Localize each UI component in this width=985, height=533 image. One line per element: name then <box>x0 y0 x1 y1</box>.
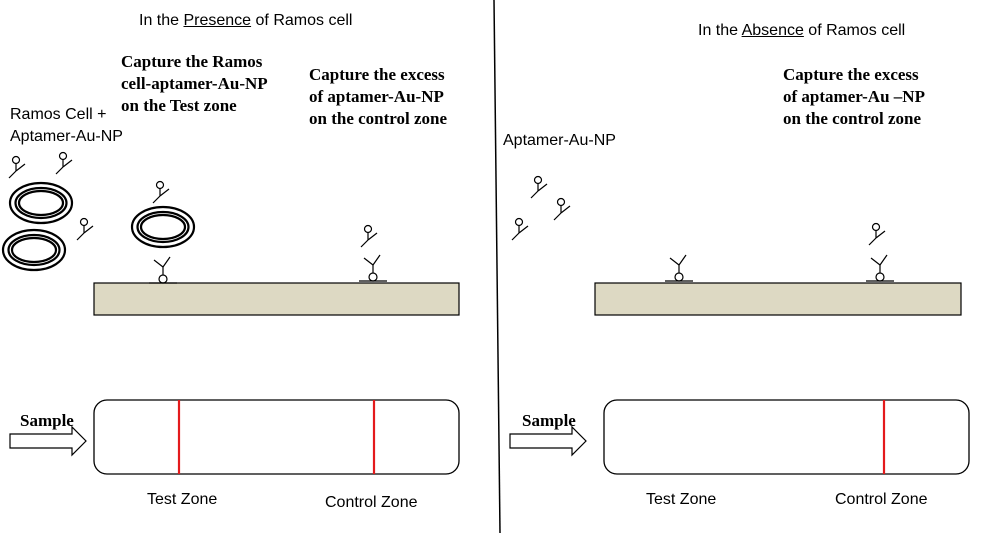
right-control-zone-label: Control Zone <box>835 491 928 508</box>
left-strip-pad <box>93 282 460 316</box>
right-test-strip <box>603 399 970 475</box>
left-sample-arrow <box>9 425 87 457</box>
left-sample-label: Sample <box>20 411 74 430</box>
left-control-capture-label: Capture the excess of aptamer-Au-NP on t… <box>309 65 448 128</box>
right-control-capture-label: Capture the excess of aptamer-Au –NP on … <box>783 65 925 128</box>
left-test-probe <box>148 256 178 284</box>
right-test-probe <box>664 254 694 282</box>
right-free-aptamer-2 <box>553 197 571 221</box>
left-free-aptamer-3 <box>76 217 94 241</box>
left-test-zone-label: Test Zone <box>147 491 218 508</box>
left-free-aptamer-1 <box>8 155 26 179</box>
right-free-aptamer-3 <box>511 217 529 241</box>
left-panel-title: In the Presence of Ramos cell <box>139 12 353 29</box>
right-panel-title: In the Absence of Ramos cell <box>698 22 906 39</box>
left-free-aptamer-2 <box>55 151 73 175</box>
left-test-strip <box>93 399 460 475</box>
left-reagent-label: Ramos Cell + Aptamer-Au-NP <box>10 106 123 145</box>
right-strip-pad <box>594 282 962 316</box>
right-control-probe <box>865 254 895 282</box>
panel-divider <box>493 0 501 533</box>
right-sample-label: Sample <box>522 411 576 430</box>
left-captured-cell <box>130 205 196 249</box>
left-control-zone-label: Control Zone <box>325 494 418 511</box>
left-title-emphasis: Presence <box>183 12 252 29</box>
right-reagent-label: Aptamer-Au-NP <box>503 132 616 149</box>
left-control-aptamer <box>360 224 378 248</box>
left-ramos-cell-2 <box>1 228 67 272</box>
right-sample-arrow <box>509 425 587 457</box>
right-title-emphasis: Absence <box>741 22 804 39</box>
right-test-zone-label: Test Zone <box>646 491 717 508</box>
right-control-aptamer <box>868 222 886 246</box>
right-free-aptamer-1 <box>530 175 548 199</box>
left-ramos-cell-1 <box>8 181 74 225</box>
left-captured-aptamer <box>152 180 170 204</box>
left-control-probe <box>358 254 388 282</box>
left-test-capture-label: Capture the Ramos cell-aptamer-Au-NP on … <box>121 52 268 115</box>
